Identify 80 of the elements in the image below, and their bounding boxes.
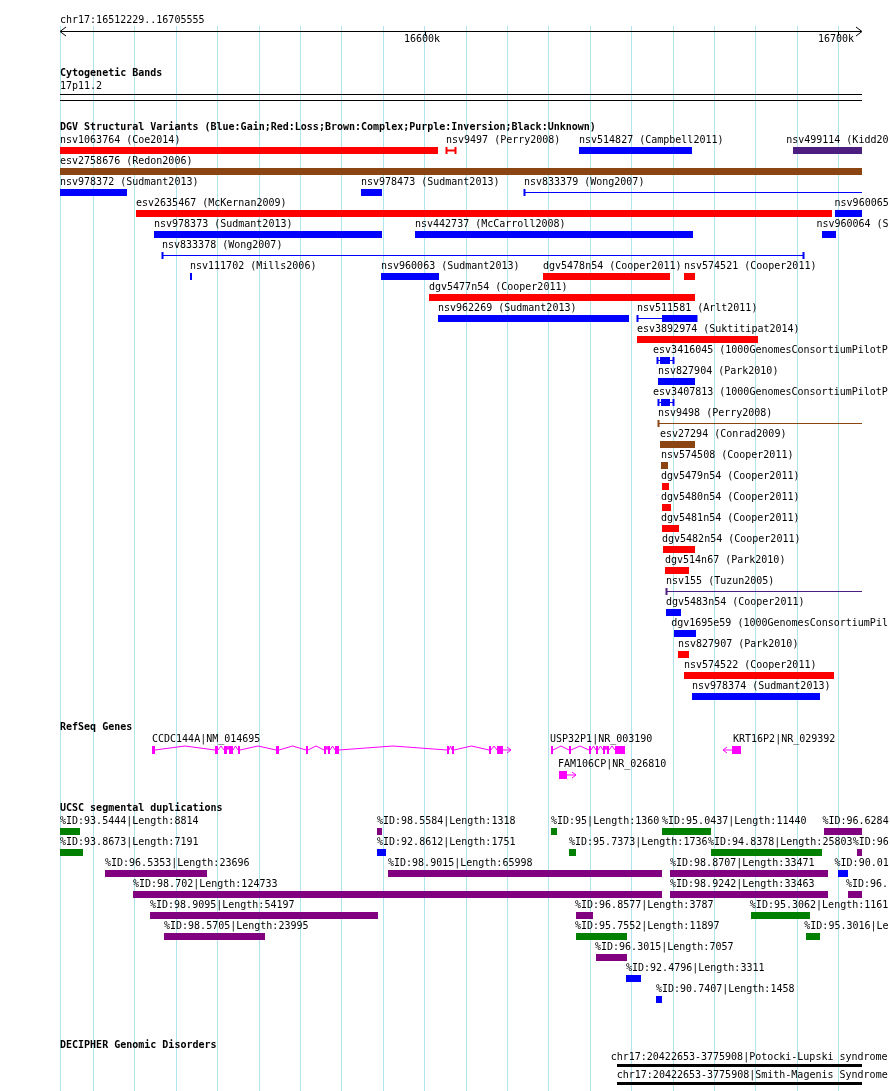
track-title: DECIPHER Genomic Disorders	[60, 1039, 217, 1051]
duplication-label: %ID:94.8378|Length:25803	[708, 836, 853, 848]
disorder-label: chr17:20422653-3775908|Smith-Magenis Syndrome	[616, 1069, 888, 1081]
variant-label: nsv978473 (Sudmant2013)	[361, 176, 500, 188]
variant-label: esv3892974 (Suktitipat2014)	[637, 323, 800, 335]
variant-label: dgv5477n54 (Cooper2011)	[429, 281, 568, 293]
duplication-label: %ID:90.7407|Length:1458	[656, 983, 795, 995]
duplication-label: %ID:98.8707|Length:33471	[670, 857, 815, 869]
duplication-label: %ID:96.8577|Length:3787	[575, 899, 714, 911]
variant-label: nsv978373 (Sudmant2013)	[154, 218, 293, 230]
gene-label: CCDC144A|NM_014695	[152, 733, 261, 745]
variant-label: dgv5483n54 (Cooper2011)	[666, 596, 805, 608]
variant-label: nsv9498 (Perry2008)	[658, 407, 773, 419]
duplication-label: %ID:95.7552|Length:11897	[575, 920, 720, 932]
track-title: UCSC segmental duplications	[60, 802, 223, 814]
band-label: 17p11.2	[60, 80, 103, 92]
variant-label: nsv827907 (Park2010)	[678, 638, 799, 650]
variant-label: nsv511581 (Arlt2011)	[637, 302, 758, 314]
axis-tick-label: 16600k	[404, 33, 441, 45]
variant-label: nsv574522 (Cooper2011)	[684, 659, 817, 671]
variant-label: dgv514n67 (Park2010)	[665, 554, 786, 566]
variant-label: esv2635467 (McKernan2009)	[136, 197, 287, 209]
duplication-label: %ID:96	[852, 836, 889, 848]
duplication-label: %ID:96.6284	[822, 815, 889, 827]
variant-label: nsv574521 (Cooper2011)	[684, 260, 817, 272]
variant-label: nsv155 (Tuzun2005)	[666, 575, 775, 587]
duplication-label: %ID:96.5353|Length:23696	[105, 857, 250, 869]
variant-label: nsv833379 (Wong2007)	[524, 176, 645, 188]
variant-label: esv3407813 (1000GenomesConsortiumPilotP	[653, 386, 888, 398]
variant-label: dgv5480n54 (Cooper2011)	[661, 491, 800, 503]
duplication-label: %ID:98.5584|Length:1318	[377, 815, 516, 827]
variant-label: dgv5478n54 (Cooper2011)	[543, 260, 682, 272]
duplication-label: %ID:95.0437|Length:11440	[662, 815, 807, 827]
variant-label: nsv960063 (Sudmant2013)	[381, 260, 520, 272]
duplication-label: %ID:90.01	[834, 857, 889, 869]
axis-tick-label: 16700k	[818, 33, 855, 45]
duplication-label: %ID:98.9015|Length:65998	[388, 857, 533, 869]
duplication-label: %ID:95|Length:1360	[551, 815, 660, 827]
variant-label: nsv9497 (Perry2008)	[446, 134, 561, 146]
variant-label: nsv574508 (Cooper2011)	[661, 449, 794, 461]
variant-label: nsv978374 (Sudmant2013)	[692, 680, 831, 692]
duplication-label: %ID:98.9242|Length:33463	[670, 878, 815, 890]
duplication-label: %ID:93.5444|Length:8814	[60, 815, 199, 827]
duplication-label: %ID:95.3016|Le	[804, 920, 889, 932]
gene-label: KRT16P2|NR_029392	[733, 733, 836, 745]
variant-label: nsv111702 (Mills2006)	[190, 260, 317, 272]
gene-label: USP32P1|NR_003190	[550, 733, 653, 745]
track-title: Cytogenetic Bands	[60, 67, 163, 79]
duplication-label: %ID:95.7373|Length:1736	[569, 836, 708, 848]
duplication-label: %ID:96.	[846, 878, 889, 890]
disorder-label: chr17:20422653-3775908|Potocki-Lupski syndrome	[610, 1051, 888, 1063]
variant-label: esv2758676 (Redon2006)	[60, 155, 193, 167]
variant-label: esv27294 (Conrad2009)	[660, 428, 787, 440]
variant-label: nsv1063764 (Coe2014)	[60, 134, 181, 146]
duplication-label: %ID:93.8673|Length:7191	[60, 836, 199, 848]
variant-label: esv3416045 (1000GenomesConsortiumPilotP	[653, 344, 888, 356]
variant-label: dgv5479n54 (Cooper2011)	[661, 470, 800, 482]
variant-label: dgv5482n54 (Cooper2011)	[662, 533, 801, 545]
variant-label: nsv962269 (Sudmant2013)	[438, 302, 577, 314]
variant-label: nsv978372 (Sudmant2013)	[60, 176, 199, 188]
duplication-label: %ID:98.5705|Length:23995	[164, 920, 309, 932]
duplication-label: %ID:92.8612|Length:1751	[377, 836, 516, 848]
track-title: RefSeq Genes	[60, 721, 133, 733]
variant-label: nsv960064 (S	[816, 218, 889, 230]
track-title: DGV Structural Variants (Blue:Gain;Red:Loss;Brown:Complex;Purple:Inversion;Black:Unknown)	[60, 121, 596, 133]
variant-label: nsv960065	[834, 197, 889, 209]
ruler-label: chr17:16512229..16705555	[60, 14, 205, 26]
variant-label: dgv5481n54 (Cooper2011)	[661, 512, 800, 524]
variant-label: nsv827904 (Park2010)	[658, 365, 779, 377]
duplication-label: %ID:96.3015|Length:7057	[595, 941, 734, 953]
variant-label: nsv442737 (McCarroll2008)	[415, 218, 566, 230]
duplication-label: %ID:92.4796|Length:3311	[626, 962, 765, 974]
variant-label: nsv833378 (Wong2007)	[162, 239, 283, 251]
variant-label: nsv499114 (Kidd20	[786, 134, 889, 146]
duplication-label: %ID:95.3062|Length:1161	[749, 899, 889, 911]
duplication-label: %ID:98.9095|Length:54197	[150, 899, 295, 911]
duplication-label: %ID:98.702|Length:124733	[133, 878, 278, 890]
gene-label: FAM106CP|NR_026810	[558, 758, 667, 770]
variant-label: nsv514827 (Campbell2011)	[579, 134, 724, 146]
variant-label: dgv1695e59 (1000GenomesConsortiumPil	[671, 617, 888, 629]
